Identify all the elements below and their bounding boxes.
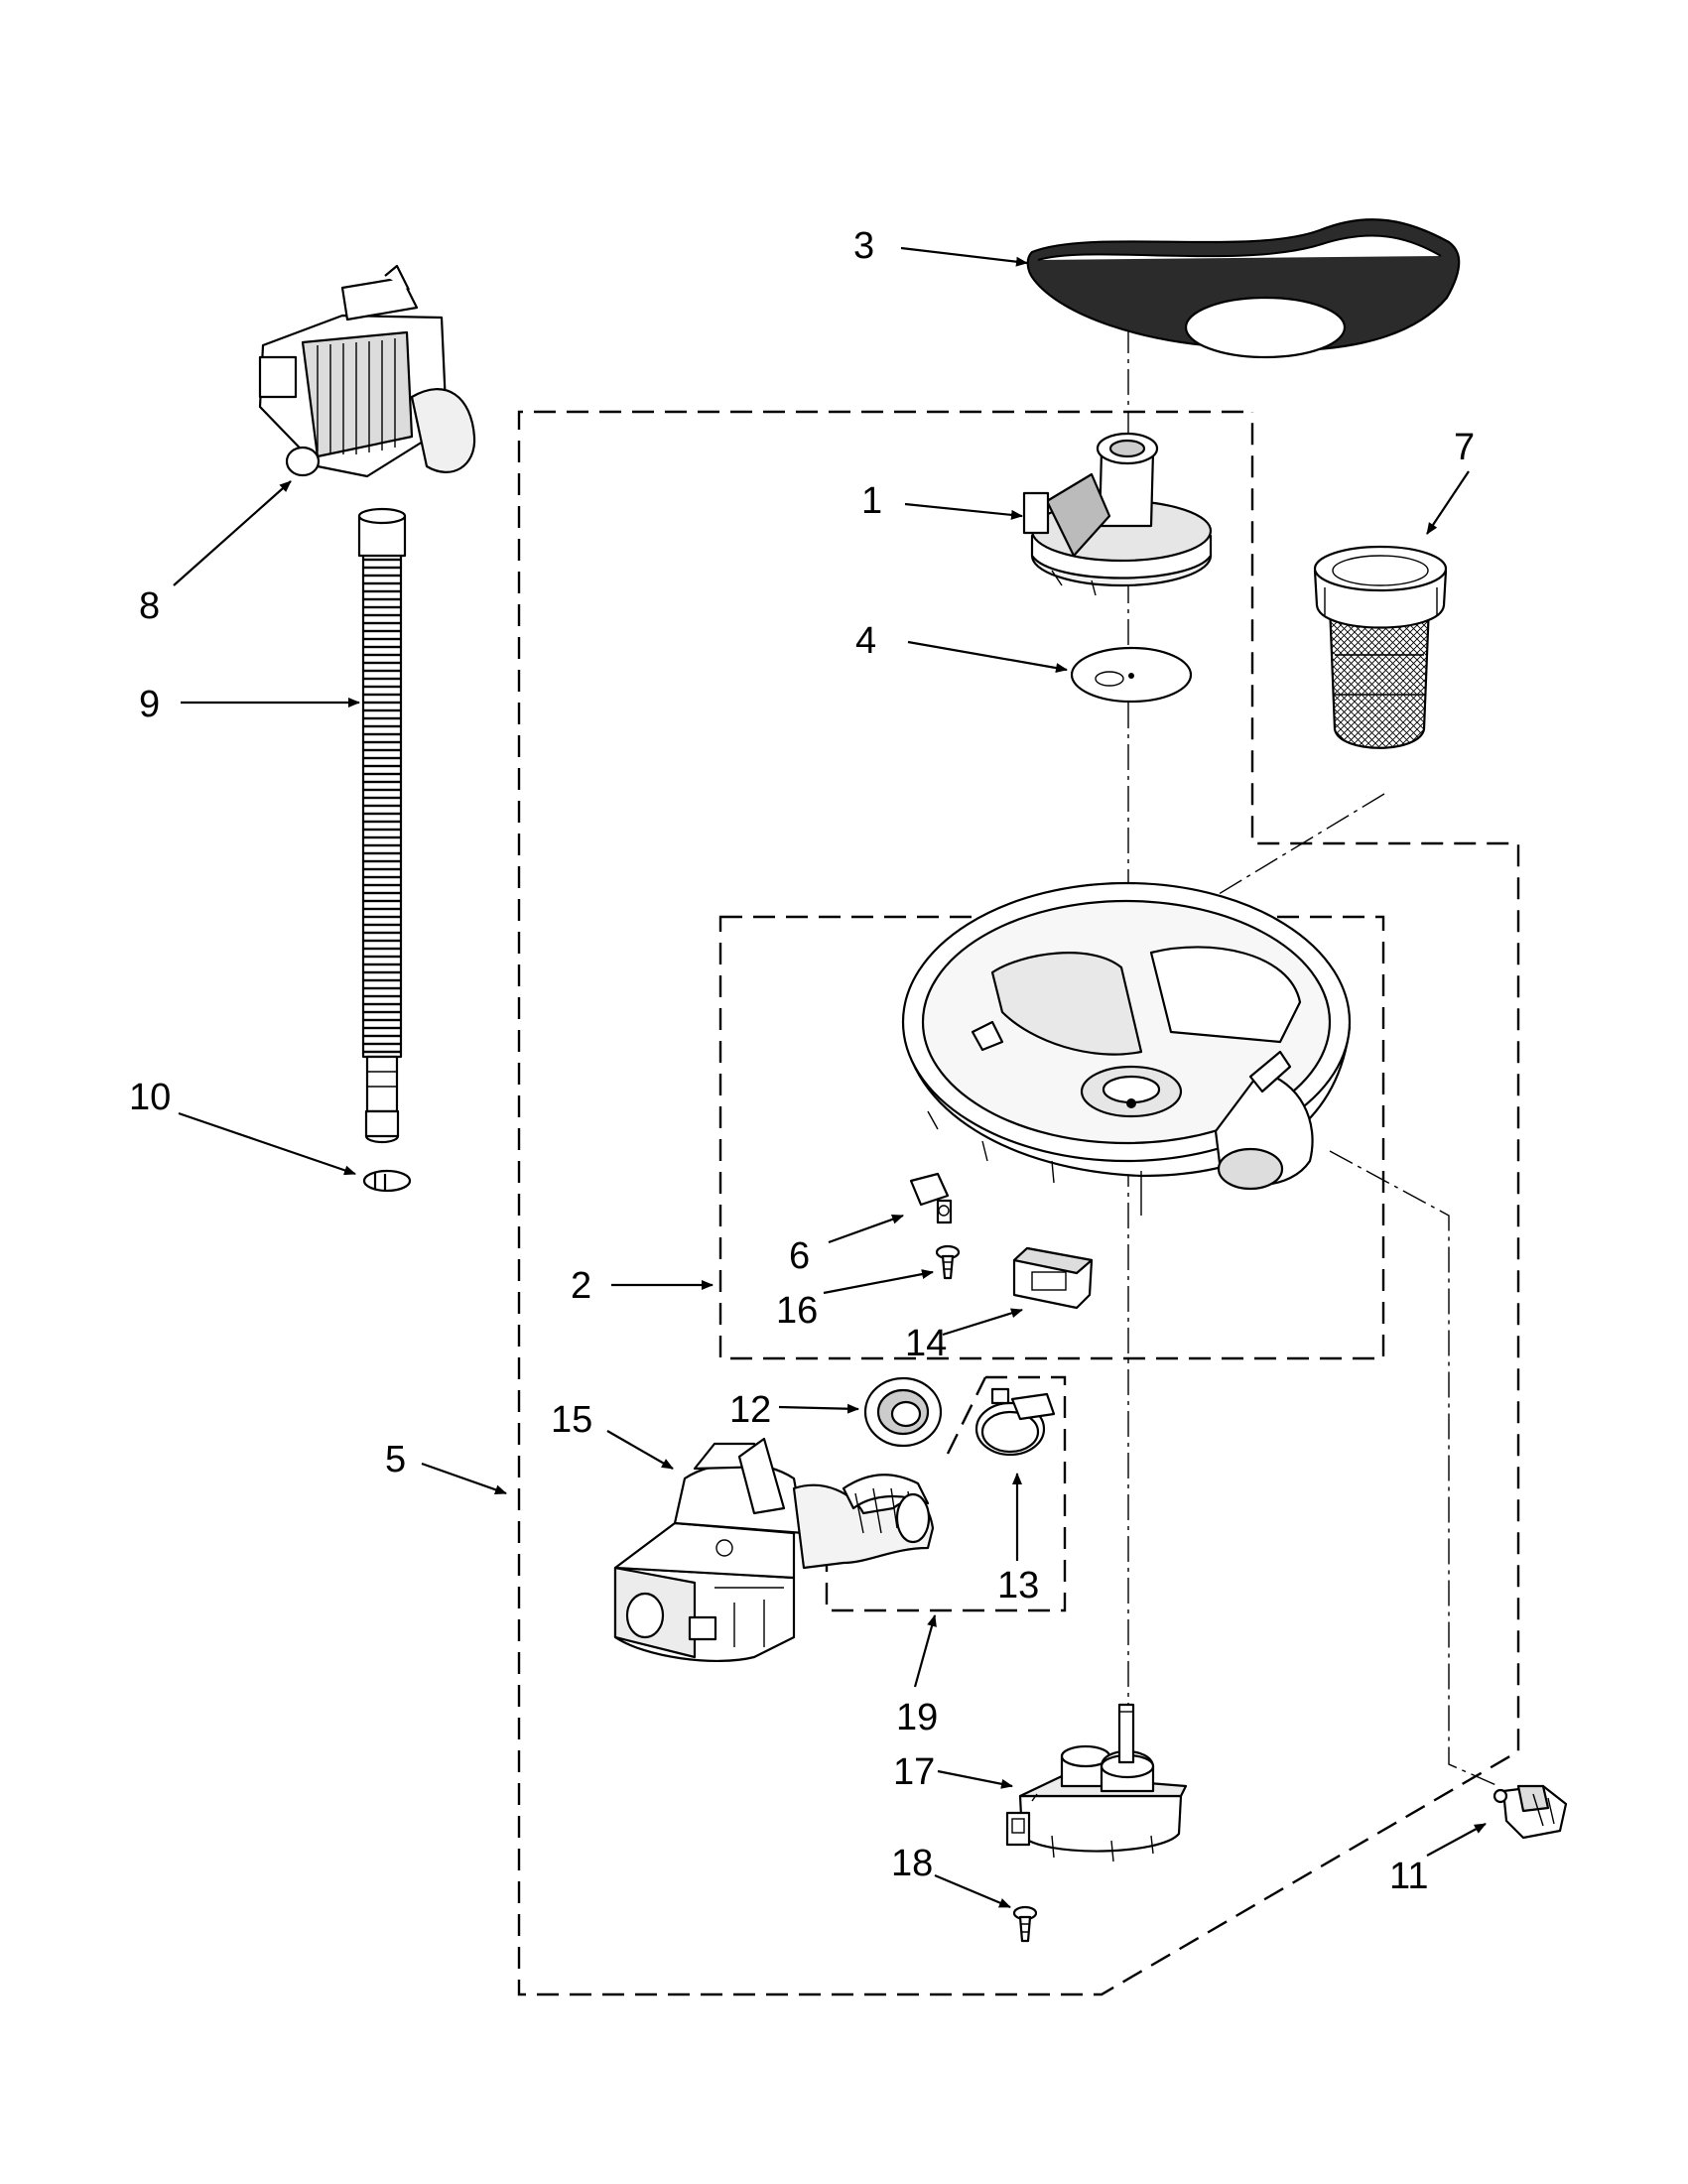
drain-hose-part — [357, 507, 407, 1144]
filter-basket-part — [1313, 545, 1448, 749]
center-line-sensor — [1329, 1150, 1499, 1787]
leader-17 — [937, 1769, 1013, 1789]
callout-2: 2 — [571, 1265, 591, 1307]
callout-5: 5 — [385, 1439, 406, 1480]
callout-15: 15 — [551, 1399, 592, 1441]
bracket-part — [909, 1172, 953, 1224]
drain-pump-part — [258, 264, 476, 478]
leader-4 — [907, 640, 1068, 674]
screw-16-part — [935, 1244, 961, 1280]
diverter-motor-part — [1005, 1703, 1188, 1863]
callout-14: 14 — [905, 1323, 947, 1364]
sensor-part — [1493, 1784, 1568, 1840]
callout-8: 8 — [139, 585, 160, 627]
seal-ring-part — [863, 1376, 943, 1448]
callout-16: 16 — [776, 1290, 818, 1332]
leader-1 — [904, 502, 1023, 520]
circulation-pump-part — [613, 1437, 935, 1662]
disc-part — [1070, 646, 1193, 704]
assembly-19-boundary — [825, 1375, 1067, 1612]
sump-assembly-part — [901, 881, 1352, 1216]
leader-15 — [606, 1430, 674, 1470]
callout-1: 1 — [861, 480, 882, 522]
callout-4: 4 — [855, 620, 876, 662]
leader-7 — [1426, 470, 1470, 535]
leader-10 — [178, 1111, 356, 1176]
callout-17: 17 — [893, 1751, 935, 1793]
leader-11 — [1426, 1823, 1487, 1857]
callout-7: 7 — [1454, 427, 1475, 468]
leader-6 — [828, 1214, 904, 1244]
callout-13: 13 — [997, 1565, 1039, 1606]
hose-clamp-part — [362, 1169, 412, 1193]
screw-18-part — [1012, 1905, 1038, 1943]
callout-3: 3 — [853, 225, 874, 267]
leader-5 — [421, 1462, 507, 1495]
callout-18: 18 — [891, 1843, 933, 1884]
callout-10: 10 — [129, 1077, 171, 1118]
leader-19 — [913, 1614, 937, 1688]
leader-3 — [900, 246, 1028, 267]
leader-14 — [942, 1308, 1023, 1337]
clamp-13-part — [974, 1387, 1056, 1457]
assembly-19-boundary-top — [946, 1376, 987, 1455]
leader-12 — [778, 1403, 859, 1414]
callout-11: 11 — [1389, 1856, 1428, 1897]
filter-cover-part — [1026, 218, 1461, 359]
leader-18 — [934, 1873, 1011, 1909]
leader-16 — [823, 1269, 934, 1295]
assembly-5-boundary — [517, 410, 1520, 1996]
callout-19: 19 — [896, 1697, 938, 1738]
callout-6: 6 — [789, 1235, 810, 1277]
callout-9: 9 — [139, 684, 160, 725]
connector-part — [1012, 1246, 1094, 1310]
spray-manifold-part — [1022, 432, 1213, 596]
leader-8 — [173, 480, 292, 586]
callout-12: 12 — [729, 1389, 771, 1431]
